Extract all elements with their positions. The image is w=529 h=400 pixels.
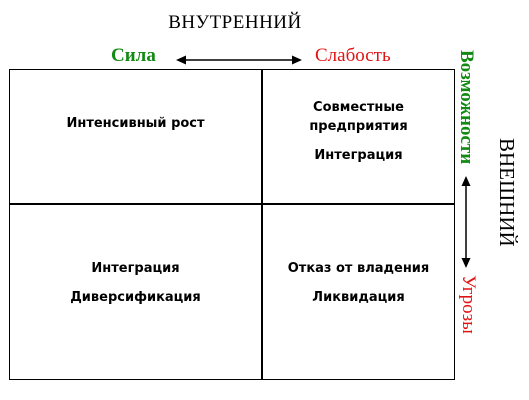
quadrant-weakness-threats: Отказ от владения Ликвидация (263, 259, 454, 307)
strategy-item: Интеграция (314, 148, 403, 163)
strategy-item: Интеграция (91, 261, 180, 276)
strength-label: Сила (111, 45, 156, 66)
strategy-item: Диверсификация (70, 290, 201, 305)
opportunities-label: Возможности (456, 50, 477, 165)
strategy-item: Отказ от владения (287, 261, 430, 276)
matrix-horizontal-divider (9, 203, 455, 205)
quadrant-weakness-opportunities: Совместные предприятия Интеграция (263, 98, 454, 165)
internal-title: ВНУТРЕННИЙ (168, 12, 302, 33)
strategy-item: Совместные (313, 100, 404, 115)
strategy-item: Интенсивный рост (66, 116, 205, 131)
weakness-label: Слабость (315, 45, 391, 66)
horizontal-double-arrow (176, 55, 302, 65)
quadrant-strength-threats: Интеграция Диверсификация (10, 259, 261, 307)
matrix-vertical-divider (261, 69, 263, 380)
strategy-item: предприятия (309, 119, 408, 134)
external-title: ВНЕШНИЙ (495, 138, 519, 247)
vertical-double-arrow (461, 176, 471, 268)
matrix-frame (9, 69, 455, 380)
quadrant-strength-opportunities: Интенсивный рост (10, 114, 261, 133)
threats-label: Угрозы (458, 275, 479, 334)
strategy-item: Ликвидация (312, 290, 405, 305)
